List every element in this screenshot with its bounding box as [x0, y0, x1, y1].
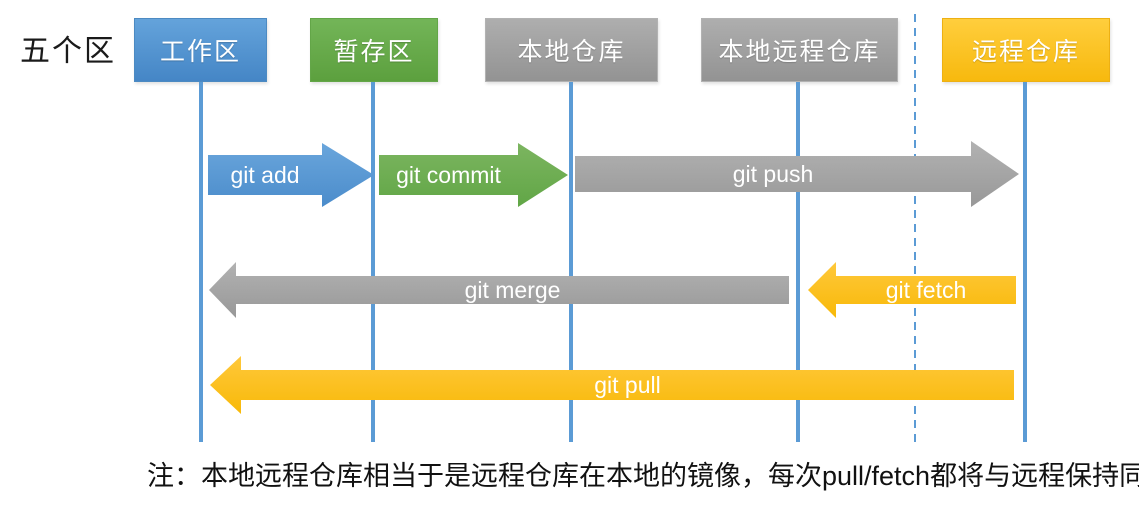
lifeline-local-remote-repo	[796, 82, 800, 442]
arrow-git-fetch: git fetch	[808, 262, 1016, 318]
zone-box-local-remote-repo: 本地远程仓库	[701, 18, 898, 82]
zone-label: 暂存区	[333, 38, 415, 66]
arrow-git-add: git add	[208, 143, 374, 207]
lifeline-local-repo	[569, 82, 573, 442]
footnote: 注：本地远程仓库相当于是远程仓库在本地的镜像，每次pull/fetch都将与远程…	[147, 461, 1139, 491]
arrow-label: git add	[230, 161, 300, 188]
lifeline-workspace	[199, 82, 203, 442]
zone-box-workspace: 工作区	[134, 18, 267, 82]
arrow-label: git merge	[464, 276, 561, 303]
arrow-git-commit: git commit	[379, 143, 568, 207]
lifeline-staging	[371, 82, 375, 442]
arrow-label: git push	[732, 160, 814, 187]
zone-label: 工作区	[159, 38, 241, 66]
zone-label: 本地远程仓库	[718, 38, 881, 66]
arrow-label: git fetch	[885, 276, 967, 303]
zone-box-remote-repo: 远程仓库	[942, 18, 1110, 82]
lifeline-remote-repo	[1023, 82, 1027, 442]
zone-box-staging: 暂存区	[310, 18, 438, 82]
local-remote-boundary-dashed-line	[914, 14, 916, 442]
arrow-git-merge: git merge	[209, 262, 789, 318]
arrow-git-pull: git pull	[210, 356, 1014, 414]
arrow-label: git commit	[396, 161, 501, 188]
diagram-title: 五个区	[20, 35, 116, 68]
zone-box-local-repo: 本地仓库	[485, 18, 658, 82]
zone-label: 本地仓库	[517, 38, 626, 66]
zone-label: 远程仓库	[971, 38, 1080, 66]
arrow-label: git pull	[594, 371, 661, 398]
